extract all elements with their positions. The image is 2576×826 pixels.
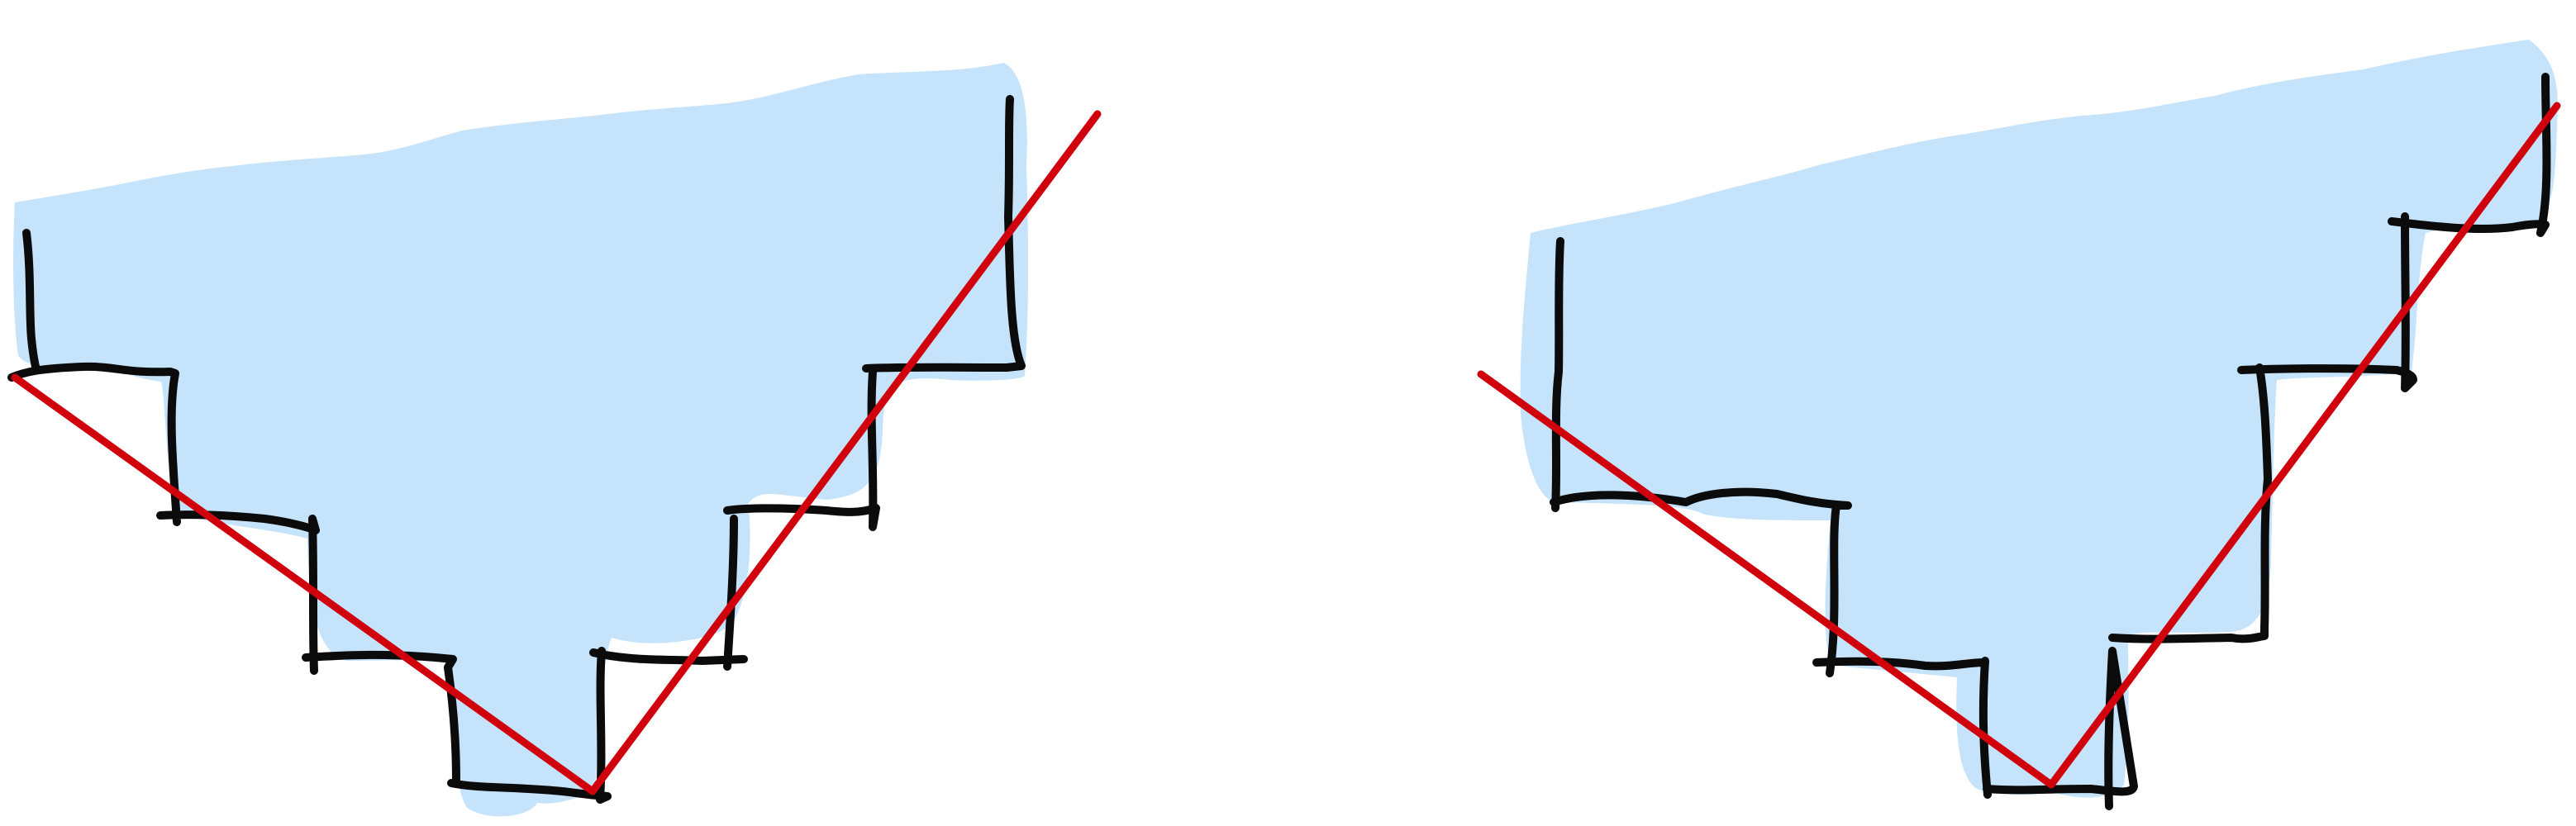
left-shaded-region xyxy=(13,63,1029,817)
left-panel xyxy=(7,63,1102,817)
left-v-line xyxy=(11,110,1102,795)
right-v-line xyxy=(1477,102,2561,789)
right-shaded-region xyxy=(1520,40,2558,798)
right-staircase xyxy=(1550,73,2551,810)
right-panel xyxy=(1477,40,2561,810)
left-staircase xyxy=(7,95,1026,804)
